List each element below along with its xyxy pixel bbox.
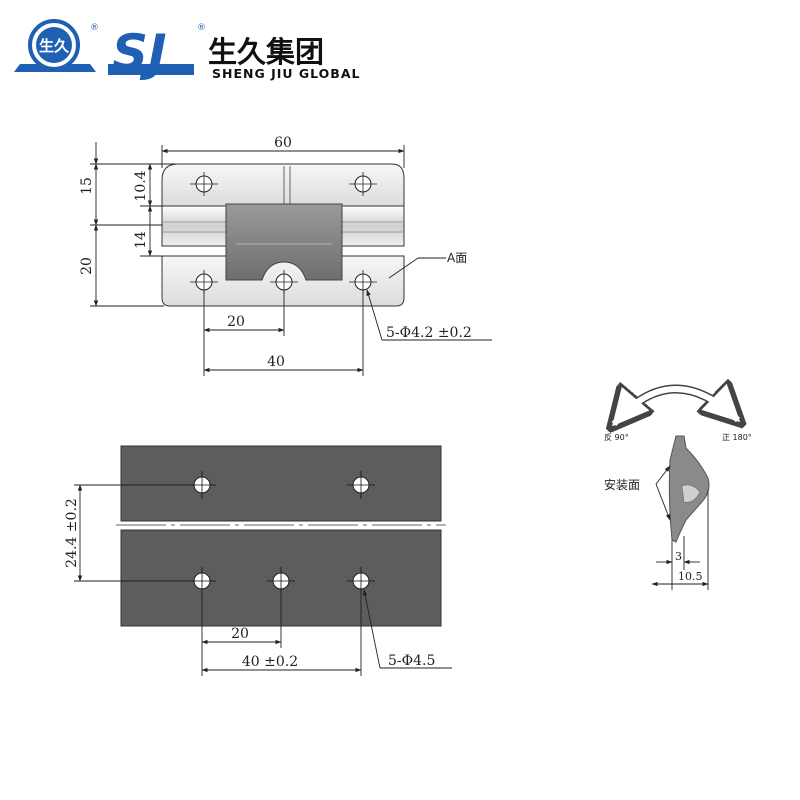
bottom-view-dim-labels: 24.4 ±0.2 20 40 ±0.2 5-Φ4.5 [64, 498, 435, 670]
registered-mark-2: ® [197, 23, 206, 33]
top-view-holes [195, 175, 372, 291]
bottom-plate-upper [120, 445, 442, 522]
dim-24-4: 24.4 ±0.2 [64, 498, 80, 568]
bottom-view [116, 445, 446, 627]
brand-header: 生久 SHENG JIU ® SJ ® 生久集团 SHENG JIU GLOBA… [14, 19, 360, 82]
center-knuckle [225, 203, 343, 281]
label-forward-180: 正 180° [722, 433, 752, 442]
bottom-view-dimensions [74, 484, 452, 676]
dim-side-10-5: 10.5 [678, 570, 703, 583]
brand-name-cn: 生久集团 [208, 35, 324, 69]
label-reverse-90: 反 90° [604, 432, 629, 442]
hole-callout-bottom: 5-Φ4.5 [388, 653, 435, 669]
round-logo-icon: 生久 SHENG JIU ® [14, 19, 99, 79]
brand-name-en: SHENG JIU GLOBAL [212, 66, 360, 81]
round-logo-text: 生久 [39, 37, 70, 55]
dim-hole-20: 20 [227, 314, 245, 330]
hole-callout-top: 5-Φ4.2 ±0.2 [386, 325, 472, 341]
surface-a-label: A面 [447, 251, 467, 265]
dim-20-vertical: 20 [79, 257, 95, 275]
registered-mark: ® [90, 23, 99, 33]
label-mount-surface: 安装面 [604, 477, 640, 492]
upper-leaf [161, 163, 405, 207]
dim-bottom-40: 40 ±0.2 [242, 654, 298, 670]
sj-logo-text: SJ [112, 24, 167, 82]
top-view [161, 163, 405, 307]
dim-14: 14 [133, 231, 149, 249]
top-view-dimensions [90, 142, 492, 376]
top-view-dim-labels: 60 15 20 10.4 14 20 40 5-Φ4.2 ±0.2 A面 [79, 135, 472, 370]
dim-width-60: 60 [274, 135, 292, 151]
dim-side-3: 3 [675, 550, 682, 563]
sj-logo-icon: SJ ® [108, 23, 206, 82]
dim-15: 15 [79, 177, 95, 195]
dim-hole-40: 40 [267, 354, 285, 370]
round-logo-caption: SHENG JIU [41, 73, 67, 79]
dim-10-4: 10.4 [133, 170, 149, 201]
dim-bottom-20: 20 [231, 626, 249, 642]
side-view: 反 90° 正 180° 安装面 3 10.5 [604, 389, 752, 590]
